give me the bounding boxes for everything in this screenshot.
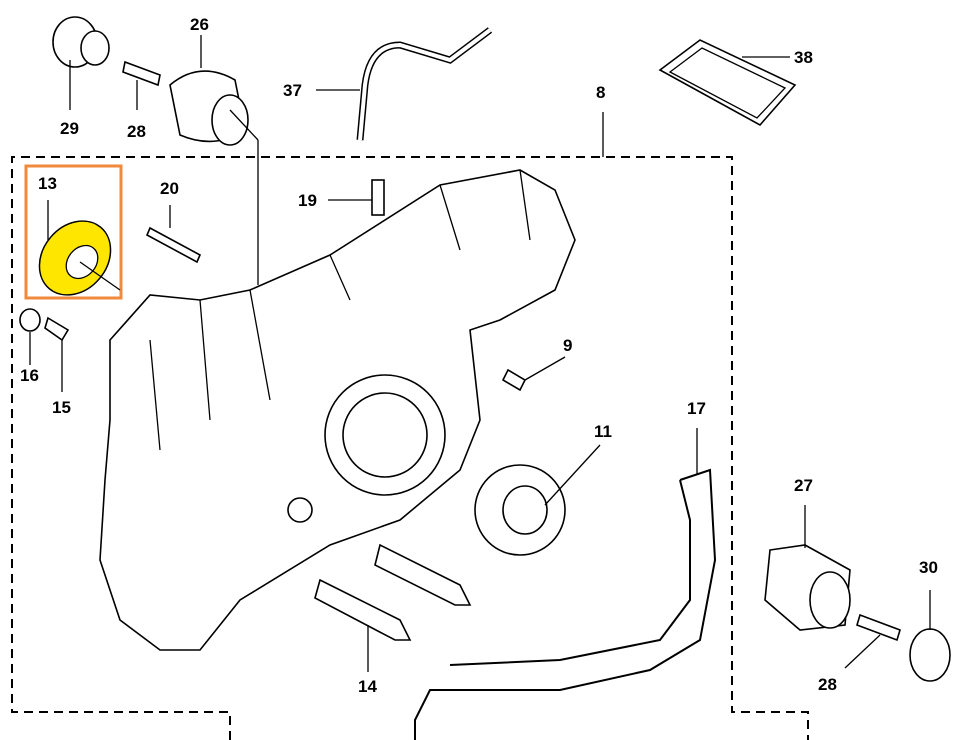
part-38-label [658,39,797,127]
part-27 [764,544,851,631]
callout-38: 38 [794,48,813,67]
part-28b-screw [856,613,901,642]
part-29 [52,16,110,68]
part-14-pins [314,543,472,641]
callout-29: 29 [60,119,79,138]
assembly-outline [11,156,809,740]
part-20-pin [145,226,202,264]
part-16 [19,308,41,332]
callout-16: 16 [20,366,39,385]
highlight-box [24,164,123,300]
callout-13: 13 [38,174,57,193]
callout-30: 30 [919,558,938,577]
callout-8: 8 [596,83,605,102]
callout-28b: 28 [818,675,837,694]
callout-9: 9 [563,336,572,355]
callout-19: 19 [298,191,317,210]
part-15 [44,316,70,342]
callout-17: 17 [687,399,706,418]
part-11-bearing [474,464,566,556]
crankcase-part [99,169,576,651]
callout-27: 27 [794,476,813,495]
callout-26: 26 [190,15,209,34]
part-13-highlight [24,164,123,300]
part-17-gasket [414,468,717,740]
part-19 [371,179,385,216]
callout-14: 14 [358,677,377,696]
part-9-pin [501,368,527,392]
callout-28: 28 [127,122,146,141]
part-26 [169,70,249,146]
leader-lines [29,35,931,672]
callout-11: 11 [594,422,612,441]
part-30-cap [909,628,951,682]
callout-15: 15 [52,398,71,417]
part-28-screw [122,60,161,87]
callout-37: 37 [283,81,302,100]
callout-20: 20 [160,179,179,198]
